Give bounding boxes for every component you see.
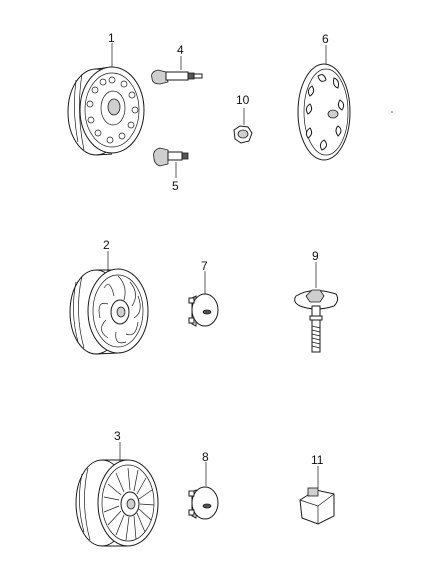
part-8-center-cap: 8 xyxy=(188,450,219,520)
part-11-balance-weight: 11 xyxy=(299,453,335,525)
callout-2: 2 xyxy=(103,238,110,252)
part-2-styled-wheel: 2 xyxy=(69,238,149,355)
callout-3: 3 xyxy=(114,429,121,443)
callout-10: 10 xyxy=(236,93,250,107)
callout-8: 8 xyxy=(202,450,209,464)
part-4-valve-stem: 4 xyxy=(151,43,203,85)
part-9-hold-down-bolt: 9 xyxy=(294,249,339,353)
speck xyxy=(391,111,393,113)
wheel-1-vent-holes xyxy=(86,76,139,144)
part-10-nut: 10 xyxy=(233,93,253,144)
part-6-wheel-cover: 6 xyxy=(297,32,351,161)
bolt-thread xyxy=(311,325,321,349)
wheel-3-spokes xyxy=(103,467,155,541)
callout-9: 9 xyxy=(312,249,319,263)
callout-5: 5 xyxy=(172,179,179,193)
callout-6: 6 xyxy=(322,32,329,46)
part-3-alloy-wheel: 3 xyxy=(75,429,159,547)
part-5-valve-stem: 5 xyxy=(153,147,189,193)
wheel-2-spokes xyxy=(98,275,141,344)
part-1-steel-wheel: 1 xyxy=(67,31,145,156)
part-7-center-cap: 7 xyxy=(188,259,219,327)
callout-1: 1 xyxy=(108,31,115,45)
wheel-cover-slots xyxy=(305,74,345,151)
callout-7: 7 xyxy=(201,259,208,273)
callout-11: 11 xyxy=(311,453,324,467)
callout-4: 4 xyxy=(177,43,184,57)
